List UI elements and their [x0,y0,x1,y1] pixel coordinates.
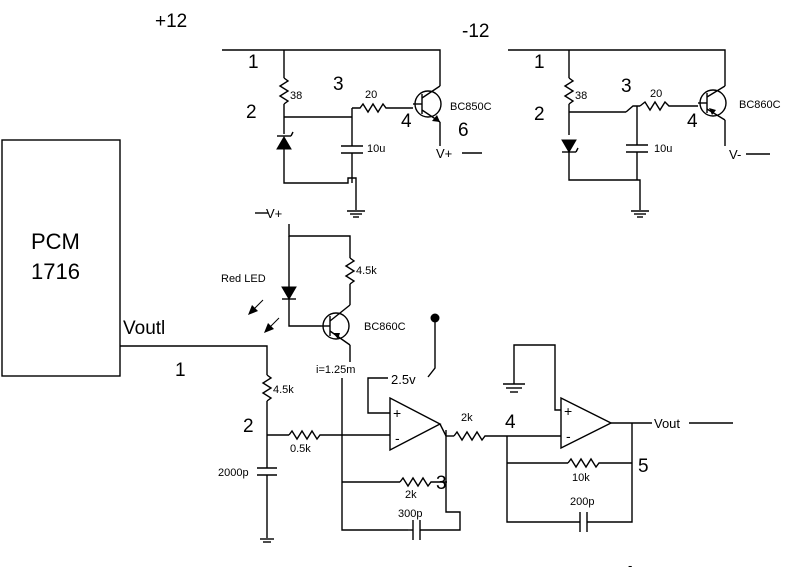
signal-node2: 2 [243,416,254,437]
regneg-r1-label: 38 [575,90,587,102]
cs-transistor-label: BC860C [364,321,406,333]
current-source: V+ 4.5k Red LED BC860C i=1.25m [221,206,406,435]
stage1-cfb-label: 300p [398,508,422,520]
chip-name-line2: 1716 [31,259,80,284]
regneg-cap-label: 10u [654,143,672,155]
opamp-stage2: 4 + - 10k 5 200p Vout [503,344,733,532]
regpos-r2-label: 20 [365,89,377,101]
input-resistor-label: 4.5k [273,384,294,396]
regneg-node3: 3 [621,76,632,97]
regpos-node1: 1 [248,52,259,73]
regpos-r1-label: 38 [290,90,302,102]
stage2-out-label: Vout [654,416,680,431]
stage2-node4: 4 [505,412,516,433]
stage2-plus: + [564,403,572,419]
stage1-node3: 3 [436,473,447,494]
cs-resistor-label: 4.5k [356,265,377,277]
input-network: 4.5k 2 2000p 0.5k [218,372,390,543]
supply-pos-label: +12 [155,11,187,32]
regneg-out-label: V- [729,147,741,162]
positive-regulator: +12 1 2 3 4 6 38 20 10u BC850C V+ [155,11,492,218]
regpos-node6: 6 [458,120,469,141]
regpos-cap-label: 10u [367,143,385,155]
regneg-node4: 4 [687,111,698,132]
supply-neg-label: -12 [462,21,489,42]
footer-mark: - [628,558,632,569]
stage2-rfb-label: 10k [572,472,590,484]
regpos-node2: 2 [246,102,257,123]
cs-supply-label: V+ [266,206,282,221]
series-resistor-label: 0.5k [290,443,311,455]
stage2-cfb-label: 200p [570,496,594,508]
signal-node1: 1 [175,360,186,381]
opamp-stage1: + - 2k 300p 3 2k [341,396,561,540]
input-cap-label: 2000p [218,467,249,479]
regpos-node4: 4 [401,111,412,132]
regneg-r2-label: 20 [650,88,662,100]
regpos-out-label: V+ [436,146,452,161]
stage2-minus: - [566,428,571,444]
cs-current-label: i=1.25m [316,364,355,376]
pcm-chip: PCM 1716 Voutl 1 [1,139,268,381]
regpos-node3: 3 [333,74,344,95]
regneg-node2: 2 [534,104,545,125]
bias-source: 2.5v [367,313,440,414]
stage1-minus: - [395,430,400,446]
bias-label: 2.5v [391,372,416,387]
stage1-plus: + [393,405,401,421]
cs-led-label: Red LED [221,273,266,285]
chip-pin-label: Voutl [123,318,165,339]
stage1-rout-label: 2k [461,412,473,424]
chip-name-line1: PCM [31,229,80,254]
regneg-transistor-label: BC860C [739,99,781,111]
negative-regulator: -12 1 2 3 4 38 20 10u BC860C V- [462,21,781,218]
stage1-rfb-label: 2k [405,489,417,501]
regpos-transistor-label: BC850C [450,101,492,113]
stage2-node5: 5 [638,456,649,477]
regneg-node1: 1 [534,52,545,73]
